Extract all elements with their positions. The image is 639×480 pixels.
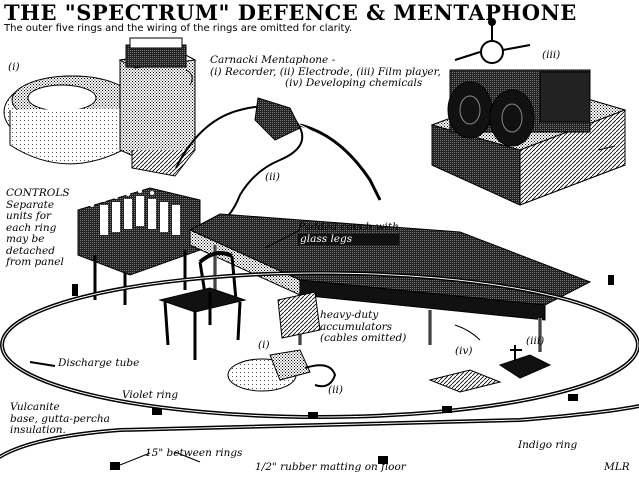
controls-line: detached: [6, 244, 55, 257]
mentaphone-heading: Carnacki Mentaphone -: [210, 54, 336, 66]
label-floor-electrode-ii: (ii): [328, 384, 343, 396]
vulcanite-line: base, gutta-percha: [10, 412, 110, 425]
rubber-matting-label: 1/2" rubber matting on floor: [255, 461, 406, 473]
couch-line1: Padded couch with: [298, 221, 399, 233]
vulcanite-line: insulation.: [10, 424, 66, 436]
chair-illustration: [158, 251, 247, 360]
controls-heading: CONTROLS: [6, 187, 70, 199]
vulcanite-line: Vulcanite: [10, 401, 60, 413]
discharge-tube-label: Discharge tube: [58, 357, 140, 369]
mentaphone-line2: (iv) Developing chemicals: [285, 77, 423, 89]
controls-line: units for: [6, 210, 52, 222]
control-panel-illustration: [77, 187, 201, 305]
accumulators-line1: heavy-duty: [320, 309, 379, 321]
accumulators-line3: (cables omitted): [320, 332, 407, 344]
couch-line2: glass legs: [298, 233, 399, 245]
controls-line: from panel: [6, 256, 64, 268]
label-floor-recorder-i: (i): [258, 339, 270, 351]
label-floor-film-iii: (iii): [526, 335, 545, 347]
controls-note: CONTROLS Separate units for each ring ma…: [6, 187, 70, 269]
accumulators-label: heavy-duty accumulators (cables omitted): [320, 309, 407, 345]
artist-signature: MLR: [604, 461, 630, 473]
ring-spacing-label: 15" between rings: [145, 447, 243, 459]
label-electrode-ii: (ii): [265, 171, 280, 183]
film-player-illustration: [430, 18, 627, 206]
leader-lines: [119, 229, 301, 466]
label-recorder-i: (i): [8, 61, 20, 73]
discharge-tube: [29, 361, 56, 367]
page-title: THE "SPECTRUM" DEFENCE & MENTAPHONE: [4, 0, 577, 25]
accumulators-illustration: [277, 291, 321, 339]
indigo-ring: [0, 403, 639, 460]
controls-line: each ring: [6, 221, 57, 234]
electrode-illustration: [175, 97, 382, 226]
violet-ring-label: Violet ring: [122, 389, 179, 401]
vulcanite-label: Vulcanite base, gutta-percha insulation.: [10, 401, 110, 437]
floor-recorder-illustration: [227, 349, 337, 392]
mentaphone-line1: (i) Recorder, (ii) Electrode, (iii) Film…: [210, 65, 441, 78]
floor-chemicals-illustration: [428, 324, 502, 393]
page-subtitle: The outer five rings and the wiring of t…: [4, 23, 353, 34]
label-film-player-iii: (iii): [542, 49, 561, 61]
label-floor-chemicals-iv: (iv): [455, 345, 473, 357]
couch-label: Padded couch with glass legs: [298, 221, 399, 245]
controls-line: may be: [6, 233, 45, 245]
accumulators-line2: accumulators: [320, 320, 393, 333]
indigo-ring-label: Indigo ring: [518, 439, 578, 451]
ring-insulators: [72, 275, 614, 470]
floor-film-player-illustration: [498, 345, 552, 379]
violet-ring: [0, 271, 639, 419]
mentaphone-legend: Carnacki Mentaphone - (i) Recorder, (ii)…: [210, 54, 441, 90]
controls-line: Separate: [6, 198, 55, 211]
recorder-illustration: [3, 37, 197, 177]
